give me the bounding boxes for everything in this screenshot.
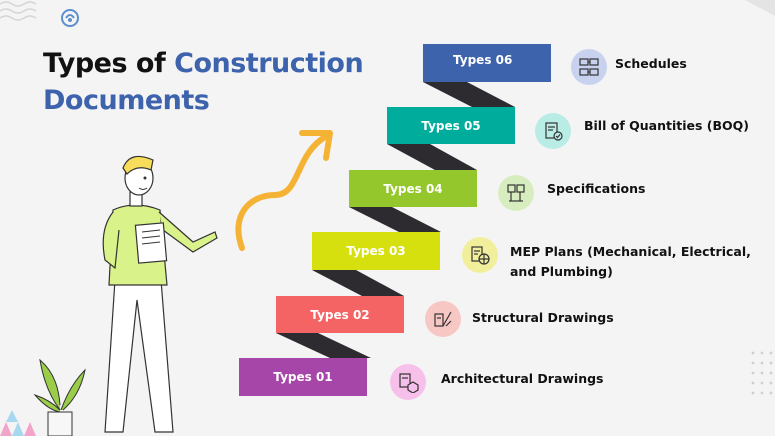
doc-label-specifications: Specifications	[547, 179, 645, 199]
mep-plan-icon	[462, 237, 498, 273]
step-types-03: Types 03	[312, 232, 440, 270]
step-label: Types 05	[421, 118, 481, 133]
step-label: Types 03	[346, 244, 406, 258]
doc-label-boq: Bill of Quantities (BOQ)	[584, 116, 749, 136]
step-label: Types 04	[383, 181, 443, 196]
doc-label-mep: MEP Plans (Mechanical, Electrical, and P…	[510, 242, 751, 282]
doc-label-schedules: Schedules	[615, 54, 687, 74]
title-prefix: Types of	[43, 48, 166, 79]
curved-arrow-icon	[230, 125, 340, 255]
doc-label-structural: Structural Drawings	[472, 308, 614, 328]
corner-decoration	[745, 0, 775, 16]
step-types-05: Types 05	[387, 107, 515, 144]
step-label: Types 01	[273, 370, 333, 384]
doc-label-line: Architectural Drawings	[441, 371, 604, 386]
schedule-icon	[571, 49, 607, 85]
doc-label-line: MEP Plans (Mechanical, Electrical,	[510, 244, 751, 259]
stair-connector	[276, 333, 371, 358]
wave-decoration	[0, 0, 45, 25]
plant-illustration	[30, 350, 90, 436]
page-title: Types of Construction Documents	[43, 45, 364, 119]
doc-label-line: Schedules	[615, 56, 687, 71]
stair-connector	[423, 82, 515, 107]
step-label: Types 06	[453, 53, 513, 67]
doc-label-line: Bill of Quantities (BOQ)	[584, 118, 749, 133]
triangle-decoration	[0, 410, 36, 436]
step-label: Types 02	[310, 307, 370, 322]
step-types-06: Types 06	[423, 44, 551, 82]
specifications-icon	[498, 175, 534, 211]
logo-icon	[60, 8, 80, 28]
step-types-04: Types 04	[349, 170, 477, 207]
dot-grid-decoration	[750, 350, 775, 400]
doc-label-line: Specifications	[547, 181, 646, 196]
doc-label-architectural: Architectural Drawings	[441, 369, 604, 389]
step-types-02: Types 02	[276, 296, 404, 333]
title-accent: Construction	[174, 48, 364, 79]
structural-drawing-icon	[425, 301, 461, 337]
bill-of-quantities-icon	[535, 113, 571, 149]
doc-label-line: and Plumbing)	[510, 264, 613, 279]
stair-connector	[349, 207, 441, 232]
person-illustration	[75, 150, 225, 436]
stair-connector	[387, 144, 477, 170]
step-types-01: Types 01	[239, 358, 367, 396]
stair-connector	[312, 270, 404, 296]
doc-label-line: Structural Drawings	[472, 310, 614, 325]
architectural-drawing-icon	[390, 364, 426, 400]
title-line2: Documents	[43, 85, 210, 116]
